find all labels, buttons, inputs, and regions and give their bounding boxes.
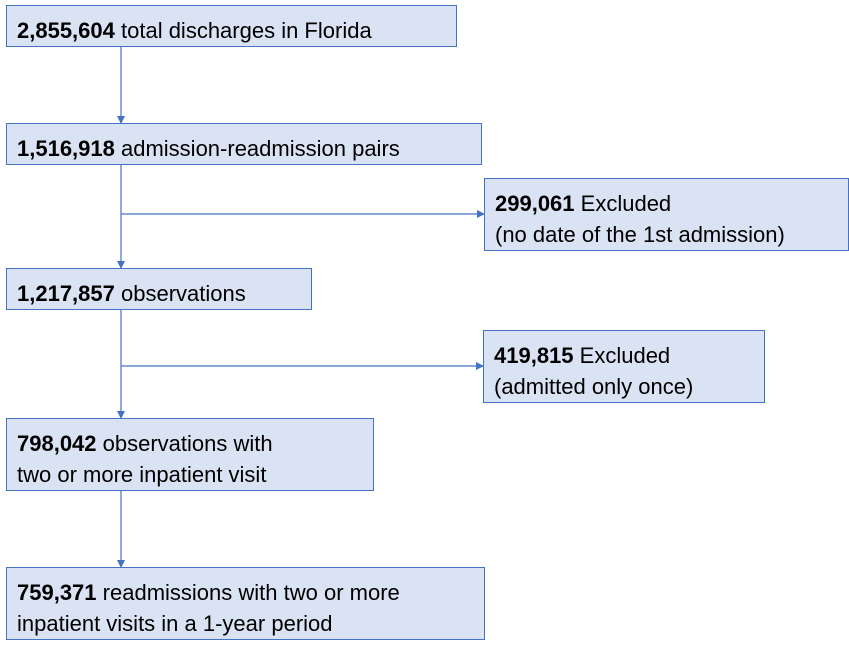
- box-readmissions: 759,371 readmissions with two or more in…: [6, 567, 485, 640]
- label-readmissions-cont: inpatient visits in a 1-year period: [17, 611, 333, 636]
- box-excluded-admitted-once: 419,815 Excluded (admitted only once): [483, 330, 765, 403]
- reason-excluded-no-date: (no date of the 1st admission): [495, 222, 785, 247]
- box-total-discharges: 2,855,604 total discharges in Florida: [6, 5, 457, 47]
- count-excluded-no-date: 299,061: [495, 191, 575, 216]
- label-excluded-no-date: Excluded: [580, 191, 672, 216]
- reason-excluded-once: (admitted only once): [494, 374, 694, 399]
- box-excluded-no-date: 299,061 Excluded (no date of the 1st adm…: [484, 178, 849, 251]
- label-two-or-more: observations with: [96, 431, 273, 456]
- count-total-discharges: 2,855,604: [17, 18, 115, 43]
- label-readmissions: readmissions with two or more: [102, 580, 400, 605]
- count-two-or-more: 798,042: [17, 431, 97, 456]
- label-two-or-more-cont: two or more inpatient visit: [17, 462, 267, 487]
- box-two-or-more-visits: 798,042 observations with two or more in…: [6, 418, 374, 491]
- box-admission-readmission-pairs: 1,516,918 admission-readmission pairs: [6, 123, 482, 165]
- box-observations: 1,217,857 observations: [6, 268, 312, 310]
- label-observations: observations: [121, 281, 246, 306]
- count-observations: 1,217,857: [17, 281, 115, 306]
- label-pairs: admission-readmission pairs: [121, 136, 400, 161]
- count-readmissions: 759,371: [17, 580, 97, 605]
- count-excluded-once: 419,815: [494, 343, 574, 368]
- label-total-discharges: total discharges in Florida: [121, 18, 372, 43]
- label-excluded-once: Excluded: [579, 343, 671, 368]
- count-pairs: 1,516,918: [17, 136, 115, 161]
